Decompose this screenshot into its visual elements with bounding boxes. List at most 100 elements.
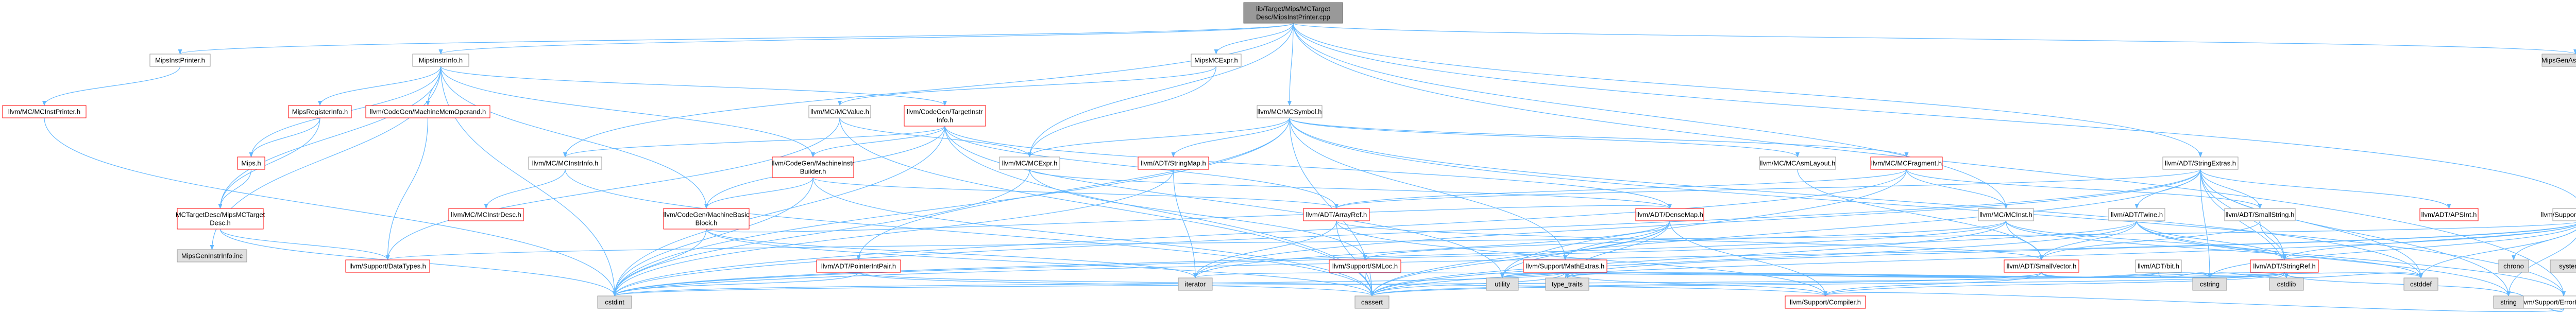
node-box: [1243, 2, 1343, 24]
edge-supportrawostream_h-to-supportdatatypes_h: [386, 222, 2576, 260]
node-box: [345, 259, 430, 273]
edge-mcfragment_h-to-adtsmallstring_h: [1906, 169, 2262, 209]
node-label: llvm/MC/MCInstPrinter.h: [8, 108, 80, 116]
node-llvm-adt-stringextras-h[interactable]: llvm/ADT/StringExtras.h: [2162, 156, 2239, 170]
edge-mcsymbol_h-to-cstdint: [613, 117, 1290, 296]
node-box: [2250, 259, 2319, 273]
node-llvm-mc-mcinstrinfo-h[interactable]: llvm/MC/MCInstrInfo.h: [528, 156, 602, 170]
edge-mcsymbol_h-to-mcmcexpr_h: [1027, 117, 1290, 157]
node-label: llvm/Support/SMLoc.h: [1332, 262, 1398, 270]
node-cassert[interactable]: cassert: [1354, 295, 1389, 309]
node-label: Block.h: [696, 219, 718, 227]
edge-adtbit_h-to-cstdint: [613, 272, 2159, 296]
node-box: [1486, 277, 1519, 291]
edge-supportrawostream_h-to-cstdint: [613, 224, 2576, 296]
edge-codegenmachinebasicblock_h-to-adtdensemap_h: [706, 203, 1672, 233]
node-label: system_error: [2559, 262, 2576, 270]
node-llvm-mc-mcfragment-h[interactable]: llvm/MC/MCFragment.h: [1870, 156, 1943, 170]
node-llvm-adt-twine-h[interactable]: llvm/ADT/Twine.h: [2108, 208, 2165, 221]
node-llvm-adt-smallvector-h[interactable]: llvm/ADT/SmallVector.h: [2004, 259, 2079, 273]
node-llvm-adt-smallstring-h[interactable]: llvm/ADT/SmallString.h: [2224, 208, 2296, 221]
node-mipsgeninstrinfo-inc[interactable]: MipsGenInstrInfo.inc: [177, 249, 247, 262]
node-label: Builder.h: [800, 168, 826, 176]
node-llvm-codegen-machinememoperand-h[interactable]: llvm/CodeGen/MachineMemOperand.h: [365, 105, 490, 118]
node-llvm-adt-arrayref-h[interactable]: llvm/ADT/ArrayRef.h: [1303, 208, 1370, 221]
node-utility[interactable]: utility: [1486, 277, 1519, 291]
node-llvm-mc-mcinstprinter-h[interactable]: llvm/MC/MCInstPrinter.h: [2, 105, 87, 118]
node-box: [177, 249, 247, 262]
edge-mcsymbol_h-to-adtstringmap_h: [1171, 117, 1290, 157]
node-llvm-mc-mcinst-h[interactable]: llvm/MC/MCInst.h: [1978, 208, 2034, 221]
node-mipsinstrinfo-h[interactable]: MipsInstrInfo.h: [412, 54, 469, 67]
node-label: llvm/CodeGen/TargetInstr: [907, 108, 983, 116]
edge-adtstringmap_h-to-iterator: [1173, 169, 1197, 278]
node-box: [2004, 259, 2079, 273]
edge-codegentargetinstrinfo_h-to-cstdint: [613, 126, 945, 296]
node-type-traits[interactable]: type_traits: [1545, 277, 1589, 291]
node-llvm-mc-mcvalue-h[interactable]: llvm/MC/MCValue.h: [808, 105, 871, 118]
node-label: llvm/CodeGen/MachineBasic: [664, 211, 750, 219]
node-label: llvm/ADT/DenseMap.h: [1636, 211, 1703, 219]
node-cstdint[interactable]: cstdint: [597, 295, 632, 309]
node-mipsgenasmwriter-inc[interactable]: MipsGenAsmWriter.inc: [2541, 54, 2576, 67]
node-llvm-adt-pointerintpair-h[interactable]: llvm/ADT/PointerIntPair.h: [816, 259, 901, 273]
edge-root-to-adtstringextras_h: [1293, 23, 2202, 157]
node-mips-h[interactable]: Mips.h: [237, 156, 265, 170]
node-box: [1138, 156, 1209, 170]
node-box: [1523, 259, 1607, 273]
node-mipsregisterinfo-h[interactable]: MipsRegisterInfo.h: [288, 105, 352, 118]
node-mipsinstprinter-h[interactable]: MipsInstPrinter.h: [149, 54, 211, 67]
edge-mipsregisterinfo_h-to-mips_h: [249, 117, 320, 157]
node-llvm-adt-stringmap-h[interactable]: llvm/ADT/StringMap.h: [1138, 156, 1209, 170]
node-llvm-support-mathextras-h[interactable]: llvm/Support/MathExtras.h: [1523, 259, 1607, 273]
node-llvm-support-compiler-h[interactable]: llvm/Support/Compiler.h: [1785, 295, 1866, 309]
edge-codegenmachineinstrbuilder_h-to-codegenmachinebasicblock_h: [704, 177, 814, 209]
node-llvm-adt-densemap-h[interactable]: llvm/ADT/DenseMap.h: [1635, 208, 1704, 221]
node-llvm-adt-stringref-h[interactable]: llvm/ADT/StringRef.h: [2250, 259, 2319, 273]
node-llvm-support-raw-ostream-h[interactable]: llvm/Support/raw_ostream.h: [2541, 208, 2576, 221]
node-mipsmcexpr-h[interactable]: MipsMCExpr.h: [1191, 54, 1242, 67]
edge-codegenmachineinstrbuilder_h-to-cassert: [812, 177, 1374, 296]
node-box: [1978, 208, 2034, 221]
node-box: [597, 295, 632, 309]
edge-mcinstprinter_h-to-cstdint: [44, 117, 617, 296]
node-label: llvm/MC/MCExpr.h: [1002, 160, 1058, 167]
node-label: llvm/MC/MCFragment.h: [1871, 160, 1942, 167]
node-system-error[interactable]: system_error: [2550, 259, 2576, 273]
node-llvm-adt-bit-h[interactable]: llvm/ADT/bit.h: [2135, 259, 2182, 273]
node-cstddef[interactable]: cstddef: [2403, 277, 2438, 291]
node-cstring[interactable]: cstring: [2192, 277, 2227, 291]
node-box: [288, 105, 352, 118]
node-label: MipsInstPrinter.h: [155, 57, 205, 64]
node-llvm-adt-apsint-h[interactable]: llvm/ADT/APSInt.h: [2419, 208, 2479, 221]
node-llvm-mc-mcasmlayout-h[interactable]: llvm/MC/MCAsmLayout.h: [1759, 156, 1836, 170]
edge-codegenmachinebasicblock_h-to-cassert: [706, 229, 1374, 296]
edge-mcmcexpr_h-to-supportsmloc_h: [1029, 169, 1367, 260]
edge-root-to-mipsinstrinfo_h: [439, 23, 1294, 55]
node-llvm-mc-mcexpr-h[interactable]: llvm/MC/MCExpr.h: [999, 156, 1060, 170]
node-box: [904, 105, 986, 127]
edge-adtstringref_h-to-cassert: [1370, 272, 2285, 296]
node-llvm-support-smloc-h[interactable]: llvm/Support/SMLoc.h: [1329, 259, 1401, 273]
node-iterator[interactable]: iterator: [1178, 277, 1213, 291]
node-llvm-mc-mcsymbol-h[interactable]: llvm/MC/MCSymbol.h: [1257, 105, 1323, 118]
node-chrono[interactable]: chrono: [2498, 259, 2529, 273]
edge-codegenmachinebasicblock_h-to-iterator: [706, 229, 1197, 278]
edge-mipsinstrinfo_h-to-codegenmachineinstrbuilder_h: [440, 66, 815, 157]
node-lib-target-mips-mctarget-desc-mipsinstprinter-cpp[interactable]: lib/Target/Mips/MCTargetDesc/MipsInstPri…: [1243, 2, 1343, 24]
node-box: [1329, 259, 1401, 273]
node-llvm-support-datatypes-h[interactable]: llvm/Support/DataTypes.h: [345, 259, 430, 273]
node-llvm-support-errorhandling-h[interactable]: llvm/Support/ErrorHandling.h: [2518, 295, 2576, 309]
node-label: llvm/ADT/ArrayRef.h: [1306, 211, 1367, 219]
edge-root-to-mcsymbol_h: [1287, 23, 1294, 106]
node-box: [2192, 277, 2227, 291]
node-cstdlib[interactable]: cstdlib: [2269, 277, 2304, 291]
edge-adttwine_h-to-cassert: [1370, 220, 2138, 296]
node-llvm-mc-mcinstrdesc-h[interactable]: llvm/MC/MCInstrDesc.h: [448, 208, 524, 221]
node-string[interactable]: string: [2493, 295, 2524, 309]
